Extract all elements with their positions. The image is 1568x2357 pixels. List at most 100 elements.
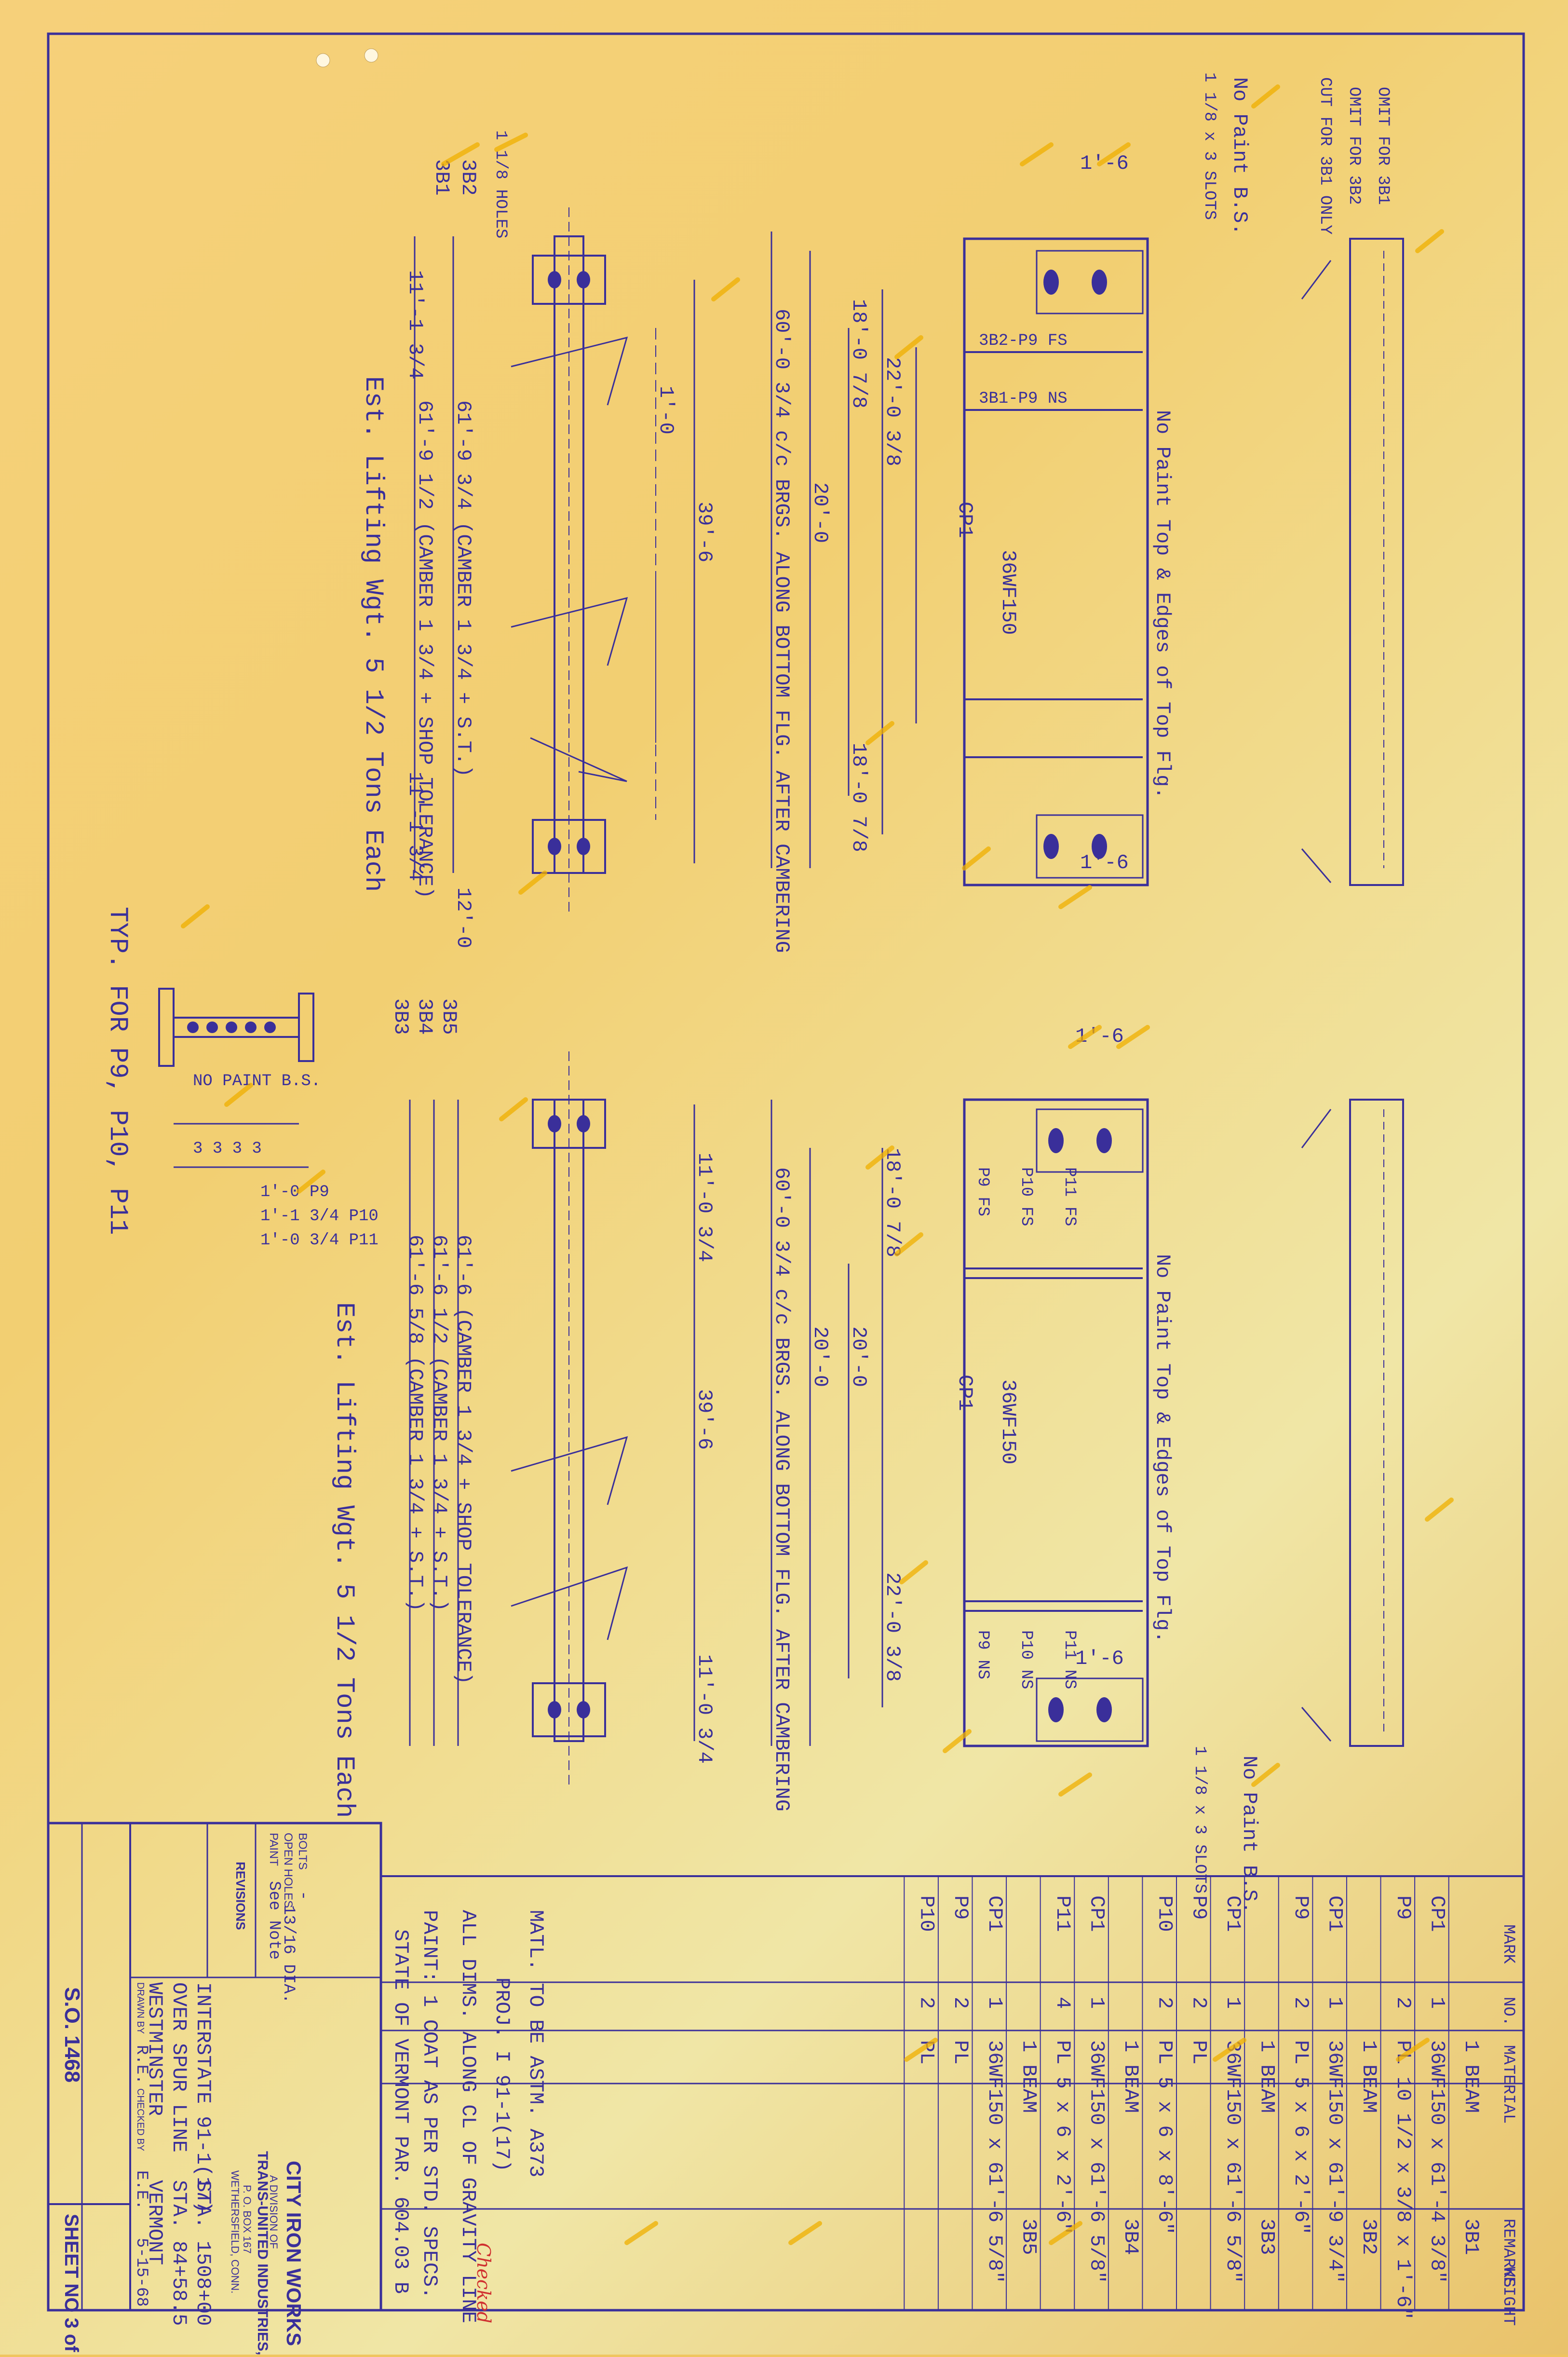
bottom-dim-5: 1'-6 — [1075, 1647, 1124, 1670]
top-dim-5: 1'-6 — [1080, 851, 1129, 874]
bottom-camber-3: 61'-6 5/8 (CAMBER 1 3/4 + S.T.) — [404, 1235, 427, 1611]
bom-cell-mark: CP1 — [983, 1895, 1006, 1932]
bom-cell-no: 2 — [949, 1997, 972, 2009]
bom-cell-remarks: 3B1 — [1460, 2219, 1483, 2255]
bom-cell-no: 1 — [983, 1997, 1006, 2009]
typical-stiffener-detail — [158, 988, 314, 1168]
top-cut-note-3: OMIT FOR 3B1 — [1374, 87, 1392, 205]
bom-cell-remarks: 3B2 — [1357, 2219, 1380, 2255]
top-beam-label: 36WF150 — [997, 550, 1020, 635]
bom-cell-no: 1 — [1425, 1997, 1448, 2009]
bottom-dim-9: 22'-0 3/8 — [881, 1572, 904, 1682]
open-holes-label: OPEN HOLES — [282, 1833, 295, 1908]
bottom-stiff-4: P9 NS — [973, 1630, 992, 1679]
bom-cell-no: 2 — [915, 1997, 938, 2009]
bom-cell-mark: CP1 — [1221, 1895, 1244, 1932]
typical-no-paint: NO PAINT B.S. — [193, 1072, 321, 1090]
punch-hole — [316, 53, 330, 68]
company-division: A DIVISION OF — [268, 2175, 280, 2249]
bom-cell-no: 4 — [1051, 1997, 1074, 2009]
top-dim-8: 20'-0 — [809, 482, 832, 543]
note-spec: STATE OF VERMONT PAR. 604.03 B — [389, 1929, 412, 2294]
bom-cell-mark: P9 — [949, 1895, 972, 1920]
top-dim-6: 18'-0 7/8 — [847, 299, 870, 409]
top-mark-3b2: 3B2 — [457, 159, 480, 196]
checked-stamp: Checked — [473, 2243, 494, 2323]
project-line-2: OVER SPUR LINE — [167, 1982, 190, 2153]
top-cut-note-1: CUT FOR 3B1 ONLY — [1316, 77, 1334, 234]
note-proj: PROJ. I 91-1(17) — [490, 1977, 514, 2172]
bottom-stiff-2: P10 FS — [1017, 1167, 1035, 1226]
top-stiff-ns: 3B1-P9 NS — [979, 390, 1068, 408]
project-line-1: INTERSTATE 91-1(17) — [191, 1982, 215, 2213]
bottom-stiff-6: P11 NS — [1060, 1630, 1079, 1689]
top-camber-2: 61'-9 3/4 (CAMBER 1 3/4 + S.T.) — [452, 400, 475, 777]
bottom-dim-6: 20'-0 — [809, 1326, 832, 1387]
top-camber-1: 61'-9 1/2 (CAMBER 1 3/4 + SHOP TOLERANCE… — [413, 400, 436, 899]
paint-value: See Note — [265, 1881, 283, 1960]
company-name: CITY IRON WORKS — [283, 2161, 305, 2346]
station-line-1: STA. 1508+00 — [191, 2180, 215, 2326]
bom-cell-material: PL 5 x 6 x 8'-6" — [1153, 2040, 1176, 2234]
company-po-box: P. O. BOX 167 — [241, 2185, 253, 2254]
bom-cell-remarks: 3B5 — [1017, 2219, 1040, 2255]
revisions-label: REVISIONS — [233, 1862, 248, 1930]
bottom-span-note: 60'-0 3/4 c/c BRGS. ALONG BOTTOM FLG. AF… — [770, 1167, 793, 1812]
bom-cell-no: 2 — [1392, 1997, 1415, 2009]
typical-dim-2: 1'-1 3/4 P10 — [260, 1207, 378, 1226]
top-end-dim: 12'-0 — [452, 887, 475, 948]
open-holes-value: 13/16 DIA. — [279, 1905, 297, 2003]
detail-top-beam — [414, 207, 1404, 912]
top-slots-note: 1 1/8 x 3 SLOTS — [1200, 72, 1218, 220]
bottom-stiff-3: P11 FS — [1060, 1167, 1079, 1226]
top-dim-7: 22'-0 3/8 — [881, 357, 904, 466]
typical-title: TYP. FOR P9, P10, P11 — [103, 907, 132, 1235]
note-matl: MATL. TO BE ASTM. A373 — [524, 1910, 547, 2178]
bom-cell-material: 36WF150 x 61'-9 3/4" — [1324, 2040, 1347, 2283]
bom-cell-material: 36WF150 x 61'-6 5/8" — [1085, 2040, 1108, 2283]
bottom-stiff-5: P10 NS — [1017, 1630, 1035, 1689]
bottom-mark-3b3: 3B3 — [389, 998, 412, 1035]
paint-label: PAINT — [267, 1833, 280, 1866]
bom-cell-mark: P10 — [915, 1895, 938, 1932]
bom-cell-no: 1 — [1085, 1997, 1108, 2009]
bottom-cp-label: CP1 — [953, 1375, 976, 1411]
bom-cell-mark: CP1 — [1425, 1895, 1448, 1932]
bom-header-remarks: REMARKS — [1499, 2219, 1517, 2288]
top-dim-9: 18'-0 7/8 — [847, 743, 870, 852]
bom-header-weight: WEIGHT — [1499, 2267, 1517, 2326]
top-no-paint-bs: No Paint B.S. — [1228, 77, 1251, 235]
bom-row-lines — [904, 1876, 1449, 2310]
bom-cell-no: 2 — [1289, 1997, 1312, 2009]
bom-cell-material: PL 5 x 6 x 2'-6" — [1289, 2040, 1312, 2234]
company-parent: TRANS-UNITED INDUSTRIES, INC. — [255, 2151, 270, 2355]
bom-cell-no: 2 — [1187, 1997, 1210, 2009]
drawn-label: DRAWN BY — [135, 1982, 146, 2034]
typical-spacing: 3 3 3 3 — [193, 1140, 262, 1158]
top-dim-1: 11'-1 3/4 — [404, 270, 427, 380]
highlighter-marks — [181, 84, 1454, 2245]
sheet-number: SHEET NO 3 of 5 — [61, 2214, 82, 2355]
date-value: 5-15-68 — [132, 2238, 150, 2307]
bottom-lift-note: Est. Lifting Wgt. 5 1/2 Tons Each — [329, 1302, 359, 1818]
bom-cell-material: 1 BEAM — [1119, 2040, 1142, 2113]
punch-hole — [364, 48, 378, 63]
state-name: VERMONT — [143, 2180, 166, 2265]
checked-label: CHECKED BY — [135, 2088, 146, 2151]
bom-cell-mark: P9 — [1289, 1895, 1312, 1920]
top-dim-2: 39'-6 — [693, 502, 716, 562]
bom-header-mark: MARK — [1499, 1924, 1517, 1964]
top-lift-note: Est. Lifting Wgt. 5 1/2 Tons Each — [358, 376, 388, 892]
bottom-dim-3: 11'-0 3/4 — [693, 1654, 716, 1764]
bom-header-no: NO. — [1499, 1997, 1517, 2026]
bottom-beam-label: 36WF150 — [997, 1379, 1020, 1464]
typical-dim-1: 1'-0 P9 — [260, 1183, 329, 1201]
bom-cell-material: 1 BEAM — [1017, 2040, 1040, 2113]
bom-cell-material: PL — [1187, 2040, 1210, 2064]
bom-cell-material: PL 5 x 6 x 2'-6" — [1051, 2040, 1074, 2234]
bottom-camber-2: 61'-6 1/2 (CAMBER 1 3/4 + S.T.) — [428, 1235, 451, 1611]
top-cp-label: CP1 — [953, 502, 976, 538]
